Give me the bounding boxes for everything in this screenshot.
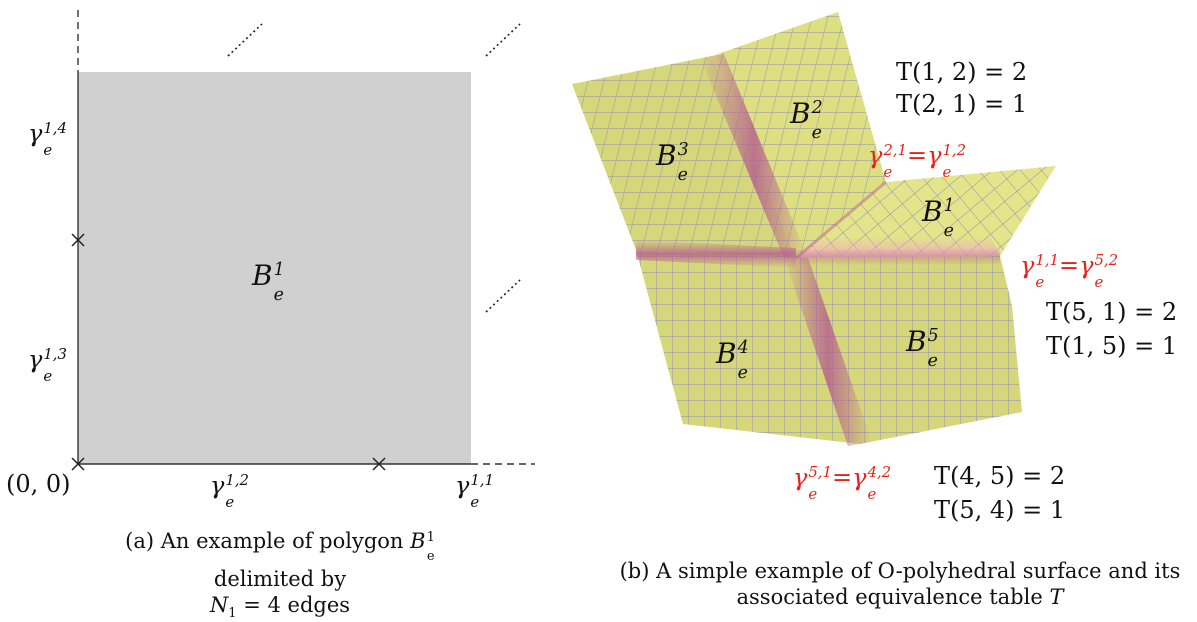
patch-b2 <box>712 12 886 258</box>
patch-b3 <box>572 56 796 258</box>
table-entry-t54: T(5, 4) = 1 <box>934 496 1066 524</box>
polyhedral-surface <box>572 12 1056 446</box>
dotted-diagonal-2 <box>485 23 521 57</box>
table-entry-t12: T(1, 2) = 2 <box>896 58 1028 86</box>
dotted-diagonal-3 <box>485 279 521 313</box>
seam-b2-b3 <box>700 54 808 258</box>
vertex-cross-marks <box>71 233 386 471</box>
seam-b5-b1 <box>796 248 1000 266</box>
seam-b2-b1 <box>795 180 887 260</box>
polygon-b1 <box>78 72 471 464</box>
seam-b3-b4 <box>636 240 796 268</box>
left-diagram <box>71 10 535 471</box>
dotted-diagonal-1 <box>227 23 263 57</box>
caption-b: (b) A simple example of O-polyhedral sur… <box>619 559 1181 609</box>
table-entry-t21: T(2, 1) = 1 <box>896 90 1028 118</box>
table-entry-t51: T(5, 1) = 2 <box>1046 298 1178 326</box>
table-entry-t45: T(4, 5) = 2 <box>934 462 1066 490</box>
seam-b4-b5 <box>784 258 872 446</box>
origin-label: (0, 0) <box>6 470 71 498</box>
patch-b1 <box>796 166 1056 258</box>
table-entry-t15: T(1, 5) = 1 <box>1046 332 1178 360</box>
